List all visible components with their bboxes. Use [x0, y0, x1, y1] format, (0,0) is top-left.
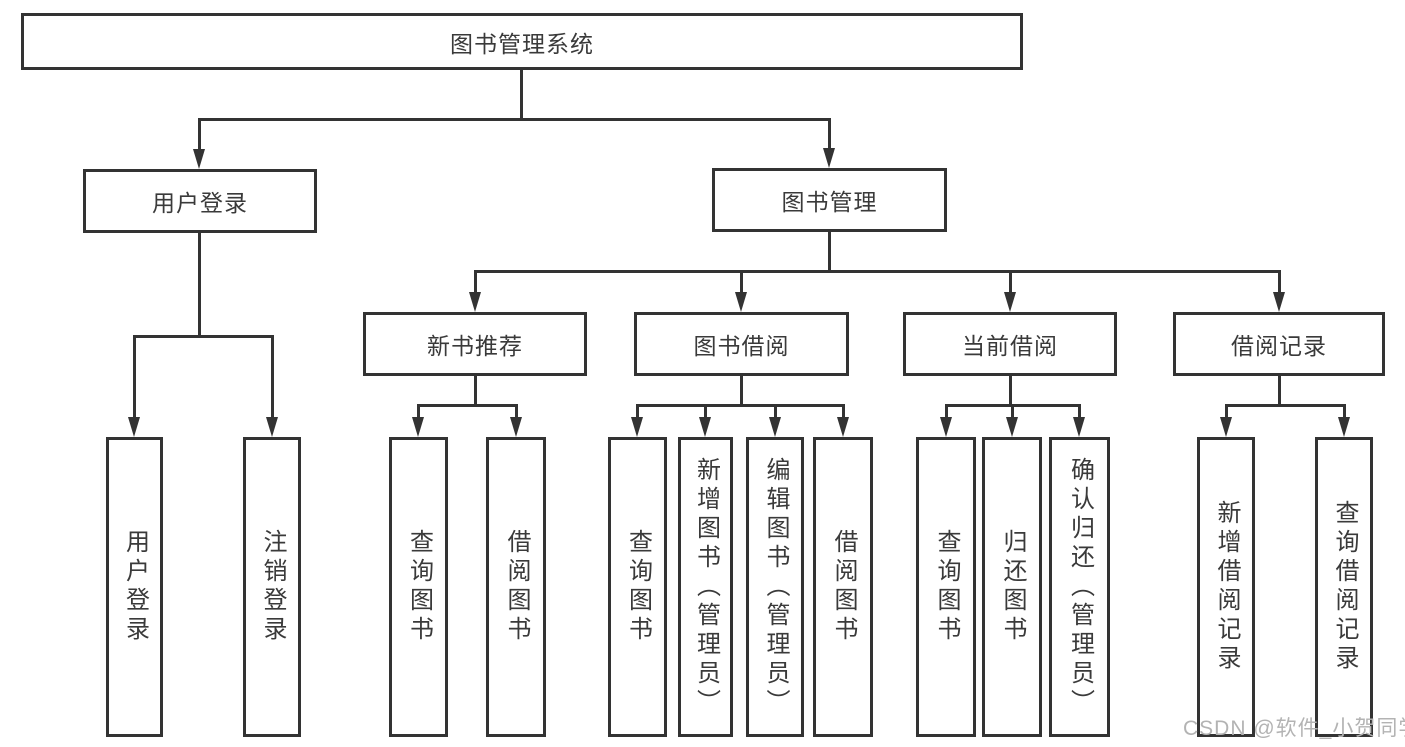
arrow-down-icon	[735, 292, 747, 312]
leaf-query-book-borrow-label: 查询图书	[624, 529, 652, 645]
arrow-down-icon	[193, 149, 205, 169]
leaf-return-book: 归还图书	[982, 437, 1042, 737]
node-root-library-system: 图书管理系统	[21, 13, 1023, 70]
leaf-query-borrow-record-label: 查询借阅记录	[1331, 500, 1358, 674]
connector-line	[515, 404, 518, 419]
connector-line	[740, 270, 743, 293]
arrow-down-icon	[699, 417, 711, 437]
connector-line	[636, 404, 639, 419]
arrow-down-icon	[266, 417, 278, 437]
arrow-down-icon	[1004, 292, 1016, 312]
connector-line	[271, 335, 274, 417]
node-book-management: 图书管理	[712, 168, 947, 232]
connector-line	[520, 70, 523, 120]
node-user-login: 用户登录	[83, 169, 317, 233]
connector-line	[474, 270, 1280, 273]
leaf-borrow-book: 借阅图书	[813, 437, 873, 737]
connector-line	[1009, 376, 1012, 406]
connector-line	[1225, 404, 1228, 419]
node-book-borrow: 图书借阅	[634, 312, 849, 376]
connector-line	[636, 404, 844, 407]
arrow-down-icon	[1073, 417, 1085, 437]
leaf-borrow-book-recommend-label: 借阅图书	[503, 529, 530, 645]
connector-line	[1343, 404, 1346, 419]
leaf-user-login-label: 用户登录	[121, 529, 149, 645]
connector-line	[1278, 376, 1281, 406]
connector-line	[417, 404, 518, 407]
connector-line	[417, 404, 420, 419]
leaf-add-book-admin: 新增图书（管理员）	[678, 437, 733, 737]
leaf-confirm-return-admin: 确认归还（管理员）	[1049, 437, 1110, 737]
leaf-logout-login-label: 注销登录	[259, 529, 286, 645]
leaf-query-book-recommend: 查询图书	[389, 437, 448, 737]
leaf-logout-login: 注销登录	[243, 437, 301, 737]
node-new-book-recommend: 新书推荐	[363, 312, 587, 376]
connector-line	[945, 404, 948, 419]
connector-line	[1009, 270, 1012, 293]
leaf-add-borrow-record-label: 新增借阅记录	[1213, 500, 1240, 674]
csdn-watermark: CSDN @软件_小贺同学	[1183, 717, 1405, 740]
connector-line	[198, 118, 201, 151]
leaf-query-book-current: 查询图书	[916, 437, 976, 737]
connector-line	[198, 233, 201, 337]
leaf-confirm-return-admin-label: 确认归还（管理员）	[1066, 456, 1094, 718]
connector-line	[1078, 404, 1081, 419]
connector-line	[474, 376, 477, 406]
connector-line	[474, 270, 477, 293]
connector-line	[1011, 404, 1014, 419]
connector-line	[133, 335, 136, 417]
leaf-edit-book-admin-label: 编辑图书（管理员）	[762, 456, 789, 718]
leaf-query-borrow-record: 查询借阅记录	[1315, 437, 1373, 737]
leaf-user-login: 用户登录	[106, 437, 163, 737]
arrow-down-icon	[469, 292, 481, 312]
leaf-add-borrow-record: 新增借阅记录	[1197, 437, 1255, 737]
arrow-down-icon	[940, 417, 952, 437]
leaf-borrow-book-label: 借阅图书	[830, 529, 857, 645]
connector-line	[704, 404, 707, 419]
connector-line	[1225, 404, 1345, 407]
leaf-edit-book-admin: 编辑图书（管理员）	[746, 437, 804, 737]
arrow-down-icon	[128, 417, 140, 437]
connector-line	[774, 404, 777, 419]
connector-line	[842, 404, 845, 419]
connector-line	[1278, 270, 1281, 293]
leaf-query-book-current-label: 查询图书	[933, 529, 960, 645]
connector-line	[828, 232, 831, 272]
arrow-down-icon	[1338, 417, 1350, 437]
connector-line	[133, 335, 274, 338]
arrow-down-icon	[412, 417, 424, 437]
leaf-query-book-recommend-label: 查询图书	[405, 529, 433, 645]
connector-line	[740, 376, 743, 406]
leaf-add-book-admin-label: 新增图书（管理员）	[692, 456, 720, 718]
arrow-down-icon	[1006, 417, 1018, 437]
node-borrow-records: 借阅记录	[1173, 312, 1385, 376]
arrow-down-icon	[769, 417, 781, 437]
arrow-down-icon	[837, 417, 849, 437]
arrow-down-icon	[1273, 292, 1285, 312]
node-current-borrow: 当前借阅	[903, 312, 1117, 376]
leaf-borrow-book-recommend: 借阅图书	[486, 437, 546, 737]
connector-line	[198, 118, 831, 121]
connector-line	[828, 118, 831, 151]
arrow-down-icon	[823, 148, 835, 168]
arrow-down-icon	[1220, 417, 1232, 437]
arrow-down-icon	[510, 417, 522, 437]
leaf-return-book-label: 归还图书	[999, 529, 1026, 645]
leaf-query-book-borrow: 查询图书	[608, 437, 667, 737]
arrow-down-icon	[631, 417, 643, 437]
